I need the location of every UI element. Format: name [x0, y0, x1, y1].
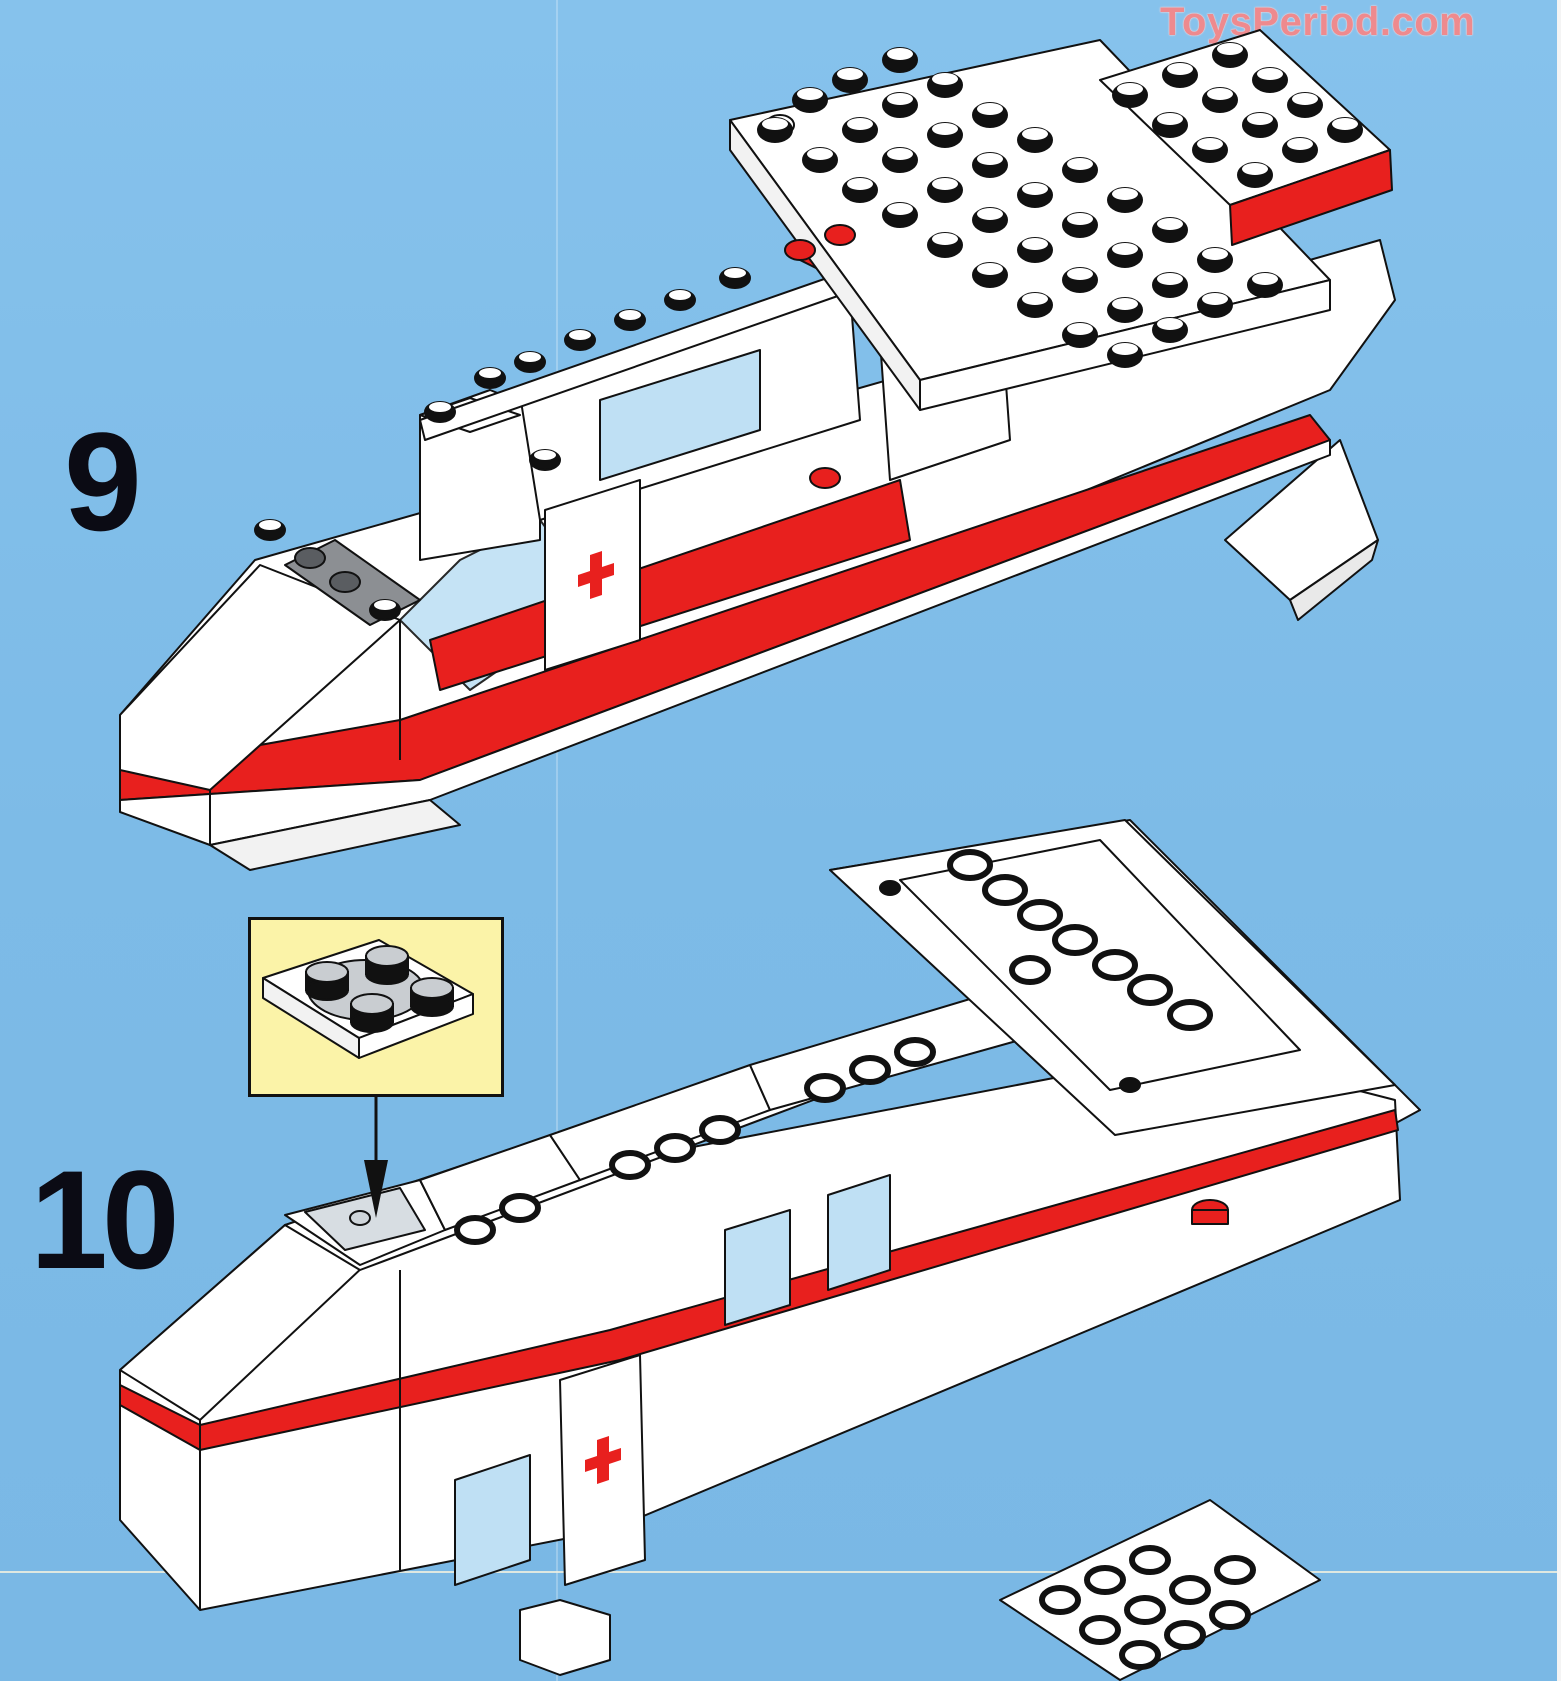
part-callout-box [248, 917, 504, 1097]
step-number-10: 10 [30, 1141, 180, 1298]
step-number-9: 9 [64, 403, 142, 560]
watermark: ToysPeriod.com [1160, 0, 1476, 44]
paper-fold-vertical [556, 0, 558, 1681]
page-edge [1557, 0, 1561, 1681]
turntable-plate-icon [262, 939, 474, 1059]
paper-fold-horizontal [0, 1571, 1561, 1573]
